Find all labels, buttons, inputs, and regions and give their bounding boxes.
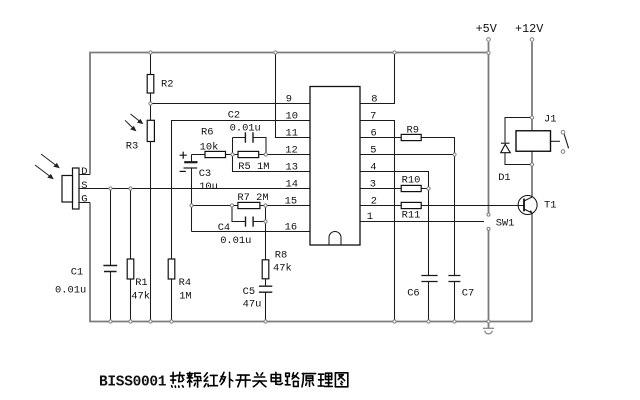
svg-text:R7 2M: R7 2M: [237, 192, 268, 204]
svg-text:3: 3: [370, 178, 376, 190]
svg-text:8: 8: [371, 93, 377, 105]
svg-text:R8: R8: [275, 249, 287, 261]
svg-text:10k: 10k: [200, 141, 219, 153]
svg-text:D1: D1: [498, 172, 510, 184]
svg-text:47k: 47k: [273, 262, 292, 274]
svg-text:J1: J1: [544, 114, 556, 126]
svg-text:+12V: +12V: [515, 22, 544, 36]
svg-text:C4: C4: [218, 222, 230, 234]
svg-text:R5 1M: R5 1M: [238, 161, 269, 173]
svg-text:11: 11: [286, 127, 298, 139]
svg-text:+5V: +5V: [476, 22, 498, 36]
svg-text:9: 9: [286, 93, 292, 105]
svg-text:R10: R10: [402, 175, 421, 187]
svg-text:SW1: SW1: [496, 218, 515, 230]
svg-text:R9: R9: [407, 125, 419, 137]
svg-text:S: S: [81, 180, 87, 192]
svg-text:BISS0001: BISS0001: [99, 375, 167, 391]
svg-text:R1: R1: [135, 277, 147, 289]
svg-text:12: 12: [285, 144, 297, 156]
svg-text:15: 15: [285, 195, 297, 207]
svg-text:10: 10: [286, 110, 298, 122]
svg-text:C5: C5: [243, 286, 255, 298]
svg-text:2: 2: [371, 195, 377, 207]
svg-text:C6: C6: [407, 288, 419, 300]
svg-text:R4: R4: [179, 277, 191, 289]
svg-text:0.01u: 0.01u: [55, 284, 86, 296]
svg-text:47u: 47u: [243, 299, 262, 311]
svg-text:0.01u: 0.01u: [230, 123, 261, 135]
svg-text:1: 1: [367, 211, 373, 223]
svg-text:5: 5: [370, 144, 376, 156]
svg-text:4: 4: [370, 161, 376, 173]
svg-text:47k: 47k: [131, 290, 150, 302]
svg-text:R2: R2: [161, 78, 173, 90]
svg-text:R11: R11: [402, 210, 421, 222]
svg-text:G: G: [81, 193, 87, 205]
svg-text:R3: R3: [126, 140, 138, 152]
svg-text:7: 7: [370, 110, 376, 122]
svg-text:C3: C3: [199, 168, 211, 180]
svg-text:6: 6: [371, 127, 377, 139]
svg-text:14: 14: [286, 178, 298, 190]
svg-text:D: D: [81, 166, 87, 178]
svg-text:R6: R6: [201, 126, 213, 138]
svg-text:C2: C2: [228, 110, 240, 122]
svg-text:16: 16: [285, 221, 297, 233]
svg-text:10u: 10u: [199, 181, 218, 193]
svg-text:0.01u: 0.01u: [220, 235, 251, 247]
svg-text:13: 13: [286, 161, 298, 173]
svg-text:C7: C7: [462, 288, 474, 300]
svg-text:T1: T1: [544, 200, 556, 212]
svg-text:C1: C1: [71, 266, 83, 278]
svg-text:1M: 1M: [179, 290, 191, 302]
